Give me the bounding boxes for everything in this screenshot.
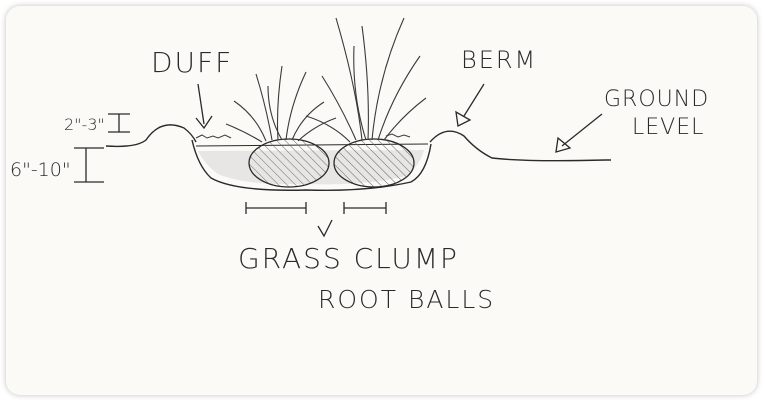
root-ball-left	[249, 139, 329, 187]
label-root-balls: ROOT BALLS	[318, 285, 495, 314]
grass-clump-right	[306, 18, 426, 142]
label-ground: GROUND	[604, 87, 709, 112]
duff-arrow	[196, 84, 212, 128]
depth-marker	[74, 148, 104, 182]
root-ball-width-markers	[246, 202, 386, 236]
ground-line-right	[430, 131, 611, 160]
label-grass-clump: GRASS CLUMP	[238, 242, 459, 275]
label-berm-height: 2"-3"	[64, 115, 105, 134]
berm-height-marker	[108, 114, 130, 132]
sketch-paper: DUFF BERM GROUND LEVEL 2"-3" 6"-10" GRAS…	[6, 6, 757, 395]
ground-level-arrow	[556, 114, 602, 152]
grass-clump-left	[226, 66, 336, 142]
label-berm: BERM	[461, 46, 537, 74]
root-ball-right	[334, 139, 414, 187]
label-duff: DUFF	[151, 46, 233, 79]
label-depth: 6"-10"	[10, 159, 71, 181]
planting-diagram: DUFF BERM GROUND LEVEL 2"-3" 6"-10" GRAS…	[6, 6, 757, 395]
berm-arrow	[456, 84, 484, 126]
label-level: LEVEL	[632, 115, 704, 140]
